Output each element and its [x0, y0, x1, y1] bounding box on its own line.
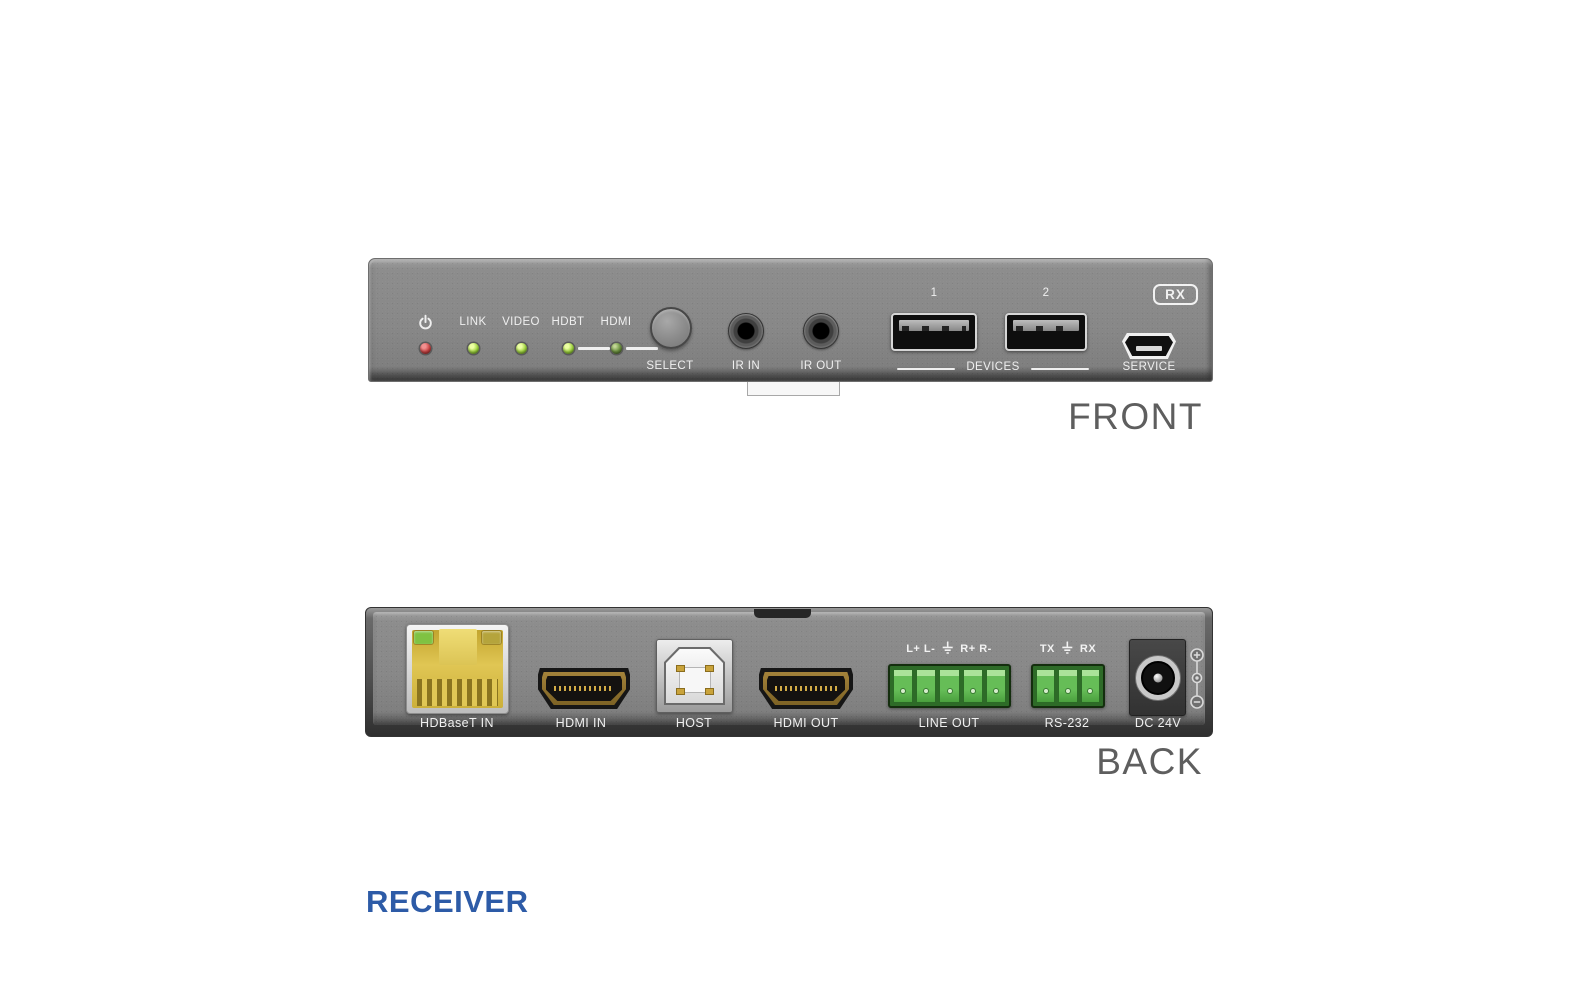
front-panel: LINK VIDEO HDBT HDMI SELECT IR IN IR OUT… — [368, 258, 1213, 382]
line-out-label: LINE OUT — [918, 716, 980, 730]
led-label-video: VIDEO — [502, 316, 540, 328]
phoenix-pin — [939, 669, 960, 703]
dc-polarity-icon — [1188, 647, 1206, 716]
select-button[interactable] — [650, 307, 692, 349]
usb-b-contact — [704, 687, 714, 695]
rs232-pin-labels: TX RX — [1040, 641, 1096, 657]
usb-contacts — [902, 326, 966, 331]
line-out-pin-labels: L+ L- R+ R- — [906, 641, 992, 657]
back-panel: HDBaseT IN HDMI IN HOST — [365, 607, 1213, 737]
devices-label: DEVICES — [966, 361, 1020, 373]
led-label-hdbt: HDBT — [551, 316, 585, 328]
usb-contacts — [1016, 326, 1076, 331]
rs232-tx-label: TX — [1039, 643, 1055, 655]
phoenix-pin — [1058, 669, 1078, 703]
usb-port-2-number: 2 — [1042, 287, 1050, 299]
led-label-hdmi: HDMI — [600, 316, 632, 328]
rj45-pins — [417, 679, 498, 706]
hdmi-led-line — [626, 347, 658, 350]
hdbaset-in-port[interactable] — [406, 624, 509, 714]
dc-power-jack[interactable] — [1129, 639, 1186, 716]
hdmi-pins — [553, 686, 615, 692]
line-out-pins-left: L+ L- — [906, 643, 936, 655]
video-led — [515, 343, 527, 354]
usb-tongue — [899, 320, 969, 331]
line-out-pins-right: R+ R- — [960, 643, 992, 655]
power-icon — [417, 314, 434, 336]
phoenix-pin — [1080, 669, 1100, 703]
phoenix-pin — [962, 669, 983, 703]
dc-label: DC 24V — [1134, 716, 1182, 730]
dc-center-pin — [1153, 673, 1162, 682]
line-out-port[interactable] — [888, 664, 1011, 708]
usb-port-1[interactable] — [891, 313, 977, 351]
top-vent-slot — [754, 609, 811, 618]
hdbt-led — [562, 343, 574, 354]
devices-line-right — [1031, 368, 1089, 370]
hdmi-in-port[interactable] — [538, 668, 630, 709]
usb-b-core — [675, 664, 714, 695]
front-caption: FRONT — [1068, 396, 1203, 437]
hdmi-led — [610, 343, 622, 354]
rx-badge-text: RX — [1165, 287, 1186, 302]
link-led — [467, 343, 479, 354]
rj45-tab — [438, 629, 477, 665]
led-label-link: LINK — [459, 316, 487, 328]
power-led — [420, 343, 431, 354]
phoenix-pin — [916, 669, 937, 703]
hdmi-out-port[interactable] — [759, 668, 853, 709]
hdbaset-in-label: HDBaseT IN — [420, 716, 494, 730]
service-label: SERVICE — [1122, 361, 1176, 373]
phoenix-pin — [893, 669, 914, 703]
ground-icon — [942, 641, 953, 657]
rs232-port[interactable] — [1031, 664, 1105, 708]
host-port[interactable] — [656, 639, 733, 713]
hdmi-out-label: HDMI OUT — [773, 716, 839, 730]
usb-port-1-number: 1 — [930, 287, 938, 299]
micro-usb-slot — [1136, 346, 1162, 351]
usb-b-contact — [675, 664, 685, 672]
phoenix-pin — [985, 669, 1007, 703]
ir-out-label: IR OUT — [800, 360, 842, 372]
hdmi-pins — [774, 686, 838, 692]
back-caption: BACK — [1096, 741, 1203, 782]
rx-badge: RX — [1153, 284, 1198, 305]
hdmi-in-label: HDMI IN — [555, 716, 607, 730]
ground-icon — [1062, 641, 1073, 657]
usb-b-contact — [675, 687, 685, 695]
usb-b-contact — [704, 664, 714, 672]
ir-in-jack[interactable] — [728, 313, 764, 349]
select-label: SELECT — [646, 360, 694, 372]
host-label: HOST — [675, 716, 713, 730]
rj45-led-amber — [482, 631, 501, 644]
receiver-title: RECEIVER — [366, 884, 529, 919]
ir-out-jack[interactable] — [803, 313, 839, 349]
rs232-rx-label: RX — [1079, 643, 1097, 655]
rs232-label: RS-232 — [1044, 716, 1090, 730]
service-port[interactable] — [1122, 333, 1176, 359]
phoenix-pin — [1036, 669, 1056, 703]
devices-line-left — [897, 368, 955, 370]
usb-tongue — [1013, 320, 1079, 331]
usb-port-2[interactable] — [1005, 313, 1087, 351]
rj45-led-green — [414, 631, 433, 644]
hdbt-led-line — [578, 347, 610, 350]
ir-in-label: IR IN — [731, 360, 761, 372]
dc-barrel — [1135, 655, 1180, 700]
